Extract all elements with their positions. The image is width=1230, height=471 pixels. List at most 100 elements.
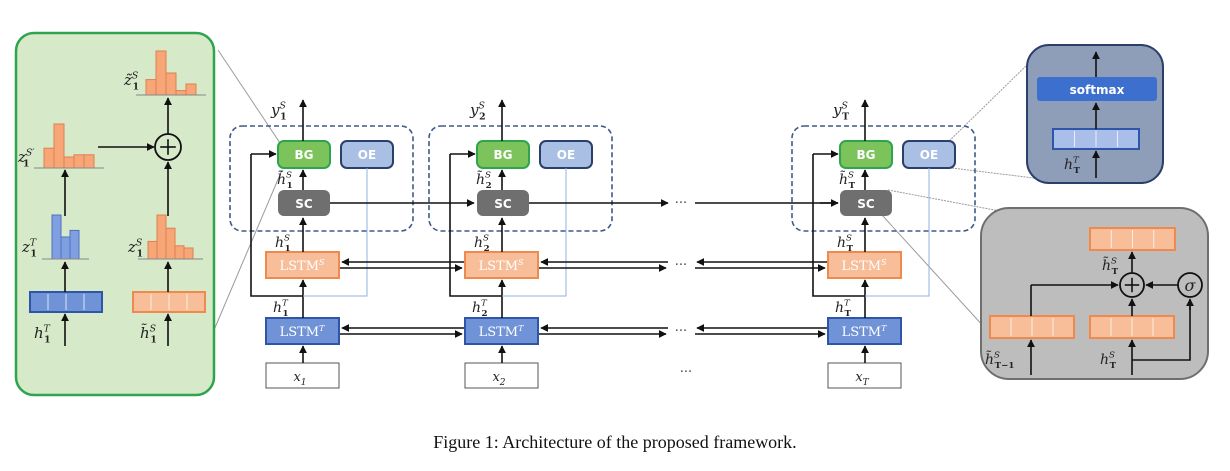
label-y-sub: 1 (280, 112, 286, 123)
label-h-s-sub: T (847, 244, 854, 254)
lstm-s-sup: S (319, 258, 325, 267)
connector-left-top (217, 49, 283, 147)
bg-label: BG (857, 148, 876, 162)
input-box (827, 362, 902, 389)
oe-link (865, 168, 930, 297)
label-h-s-base: h (837, 235, 846, 251)
ellipsis-1: ··· (675, 258, 687, 273)
lstm-t-sup: T (319, 324, 325, 333)
label-h-s-sub: 1 (150, 335, 156, 346)
label-softmax-input-sub: T (1074, 166, 1081, 176)
dashed-group (428, 125, 613, 232)
sc-block (278, 190, 330, 216)
sc-label: SC (857, 197, 875, 211)
lstm-s-label: LSTMS (478, 258, 524, 274)
lstm-t-block (827, 317, 902, 345)
histogram-z-tilde (136, 50, 206, 96)
label-h-s-sub: 1 (285, 244, 291, 254)
lstm-t-block (464, 317, 539, 345)
lstm-s-label: LSTMS (841, 258, 887, 274)
skip-h-t-to-bg (250, 154, 303, 297)
lstm-t-label: LSTMT (280, 324, 326, 340)
label-y-sup: S (841, 100, 847, 111)
histogram-z-tilde-bar (175, 90, 187, 96)
bg-label: BG (295, 148, 314, 162)
label-sc-prev-base: h̃ (985, 350, 994, 368)
input-label-sub: 1 (301, 378, 307, 388)
histogram-z-tilde-bar (155, 50, 167, 96)
input-label-base: x (293, 370, 301, 385)
sc-sum-node (1119, 272, 1145, 298)
histogram-z-s (138, 214, 203, 260)
label-h-tilde-sup: S (286, 171, 292, 181)
label-z-tilde-sub: 1 (133, 82, 139, 93)
histogram-z-s-bar (147, 240, 158, 260)
lstm-t-base: LSTM (479, 325, 519, 340)
lstm-t-base: LSTM (842, 325, 882, 340)
label-h-t-sub: T (845, 309, 852, 319)
histogram-z-s-prime-bar (43, 147, 55, 169)
label-sc-prev-sub: T−1 (995, 361, 1015, 371)
input-label-base: x (492, 370, 500, 385)
sc-prev-vector (989, 315, 1075, 339)
label-sc-output-sup: S (1111, 257, 1117, 267)
label-y-sup: S (279, 100, 285, 111)
input-box (265, 362, 340, 389)
oe-link (502, 168, 567, 297)
label-z-s-prime-base: z (17, 148, 26, 166)
input-label-sub: T (863, 378, 870, 388)
label-h-t-sub: 1 (44, 335, 50, 346)
bg-block (476, 140, 530, 169)
label-sc-current-base: h (1100, 352, 1109, 368)
oe-link (303, 168, 368, 297)
label-h-s-sup: S (483, 234, 489, 244)
sc-current-vector (1089, 315, 1175, 339)
softmax-input-vector (1052, 128, 1140, 150)
label-h-tilde-sub: T (849, 181, 856, 191)
connector-sc-top (887, 189, 1006, 213)
sc-label: SC (295, 197, 313, 211)
label-h-tilde-base: h̃ (476, 170, 485, 188)
softmax-block (1037, 77, 1157, 101)
sc-block (840, 190, 892, 216)
ellipsis-2: ··· (675, 324, 687, 339)
input-label-sub: 2 (499, 378, 506, 388)
lstm-t-sup: T (881, 324, 887, 333)
histogram-z-s-bar (165, 227, 176, 260)
lstm-t-label: LSTMT (842, 324, 888, 340)
lstm-s-block (265, 251, 340, 279)
label-y-base: y (469, 101, 479, 119)
lstm-s-base: LSTM (279, 259, 319, 274)
label-z-s-prime: zS′1 (17, 147, 35, 169)
label-sc-prev-sup: S (994, 351, 1000, 361)
label-z-tilde-base: z̃ (123, 71, 132, 89)
bg-label: BG (494, 148, 513, 162)
label-sc-current-sup: S (1109, 351, 1115, 361)
dashed-group (229, 125, 414, 232)
label-h-s-sup: S (150, 323, 156, 334)
label-h-tilde-base: h̃ (277, 170, 286, 188)
label-h-s-base: h (474, 235, 483, 251)
figure-caption: Figure 1: Architecture of the proposed f… (433, 432, 796, 452)
label-z-tilde-sup: S (132, 70, 138, 81)
label-y-sub: T (842, 112, 849, 123)
label-h-t-base: h (472, 300, 481, 316)
ellipsis-3: ··· (680, 365, 692, 380)
label-h-tilde-sub: 1 (287, 181, 293, 191)
